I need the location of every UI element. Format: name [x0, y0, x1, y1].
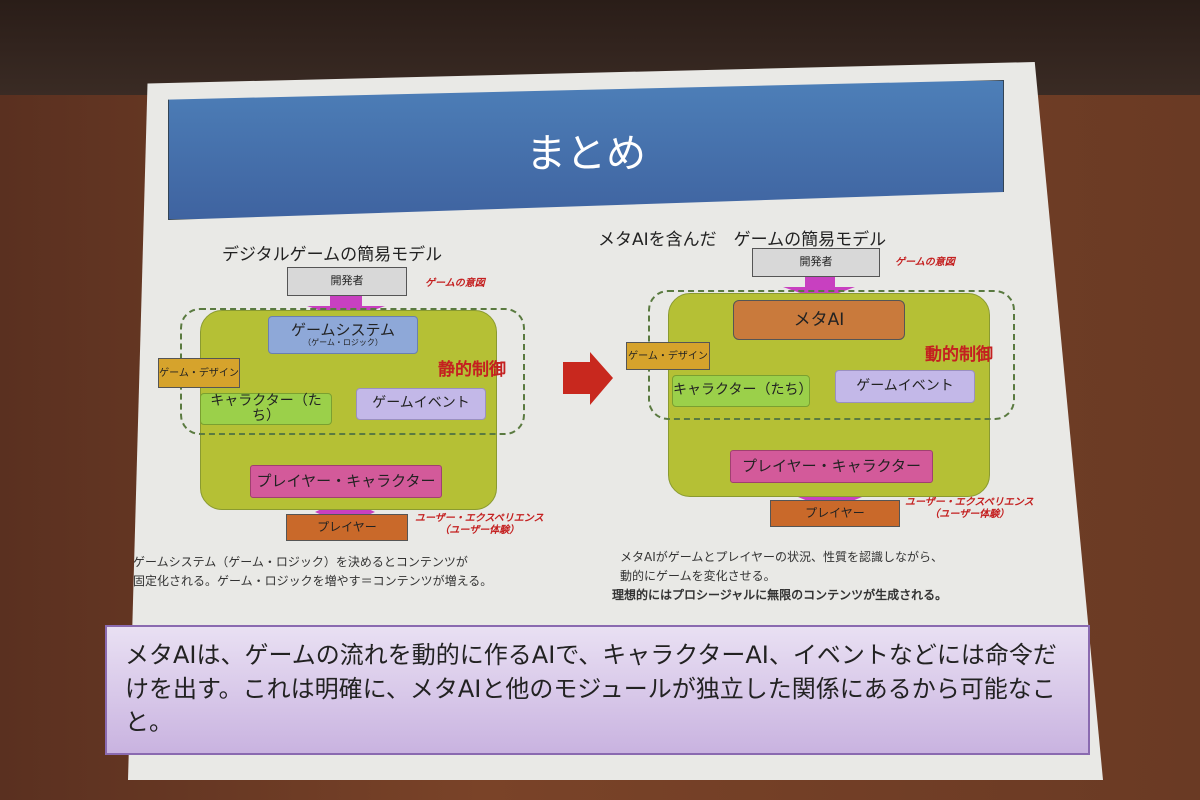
game-design-box: ゲーム・デザイン: [626, 342, 710, 370]
system-label: ゲームシステム: [290, 321, 396, 340]
ux-label: ユーザー・エクスペリエンス（ユーザー体験）: [905, 497, 1034, 521]
intent-label: ゲームの意図: [895, 257, 955, 268]
note-line: 固定化される。ゲーム・ロジックを増やす＝コンテンツが増える。: [133, 574, 493, 589]
game-event-box: ゲームイベント: [356, 388, 486, 420]
characters-box: キャラクター（たち）: [200, 393, 332, 425]
ux-text: ユーザー・エクスペリエンス: [415, 513, 544, 524]
player-box: プレイヤー: [770, 500, 900, 527]
characters-box: キャラクター（たち）: [672, 375, 812, 407]
game-system-box: ゲームシステム（ゲーム・ロジック）: [268, 316, 418, 354]
dynamic-control-label: 動的制御: [925, 345, 993, 365]
left-heading: デジタルゲームの簡易モデル: [222, 245, 443, 265]
right-note: メタAIがゲームとプレイヤーの状況、性質を認識しながら、動的にゲームを変化させる…: [612, 548, 947, 606]
player-character-box: プレイヤー・キャラクター: [250, 465, 442, 498]
ux-subtext: （ユーザー体験）: [929, 509, 1010, 520]
meta-ai-box: メタAI: [733, 300, 905, 340]
right-heading: メタAIを含んだ ゲームの簡易モデル: [598, 230, 887, 250]
game-event-box: ゲームイベント: [835, 370, 975, 403]
note-line: 動的にゲームを変化させる。: [620, 569, 776, 584]
player-box: プレイヤー: [286, 514, 408, 541]
system-sublabel: （ゲーム・ロジック）: [303, 337, 383, 347]
ux-text: ユーザー・エクスペリエンス: [905, 497, 1034, 508]
player-character-box: プレイヤー・キャラクター: [730, 450, 933, 483]
game-design-box: ゲーム・デザイン: [158, 358, 240, 388]
left-note: ゲームシステム（ゲーム・ロジック）を決めるとコンテンツが固定化される。ゲーム・ロ…: [133, 553, 492, 591]
developer-box: 開発者: [752, 248, 880, 277]
intent-label: ゲームの意図: [425, 278, 485, 289]
summary-box: メタAIは、ゲームの流れを動的に作るAIで、キャラクターAI、イベントなどには命…: [105, 625, 1090, 755]
dev-arrow: [783, 277, 855, 300]
note-line: ゲームシステム（ゲーム・ロジック）を決めるとコンテンツが: [133, 555, 468, 569]
ux-label: ユーザー・エクスペリエンス（ユーザー体験）: [415, 513, 544, 537]
static-control-label: 静的制御: [438, 360, 506, 380]
note-line: メタAIがゲームとプレイヤーの状況、性質を認識しながら、: [620, 550, 944, 564]
note-bold-line: 理想的にはプロシージャルに無限のコンテンツが生成される。: [612, 588, 948, 603]
ux-subtext: （ユーザー体験）: [439, 525, 520, 536]
developer-box: 開発者: [287, 267, 407, 296]
transition-arrow-icon: [563, 352, 613, 405]
